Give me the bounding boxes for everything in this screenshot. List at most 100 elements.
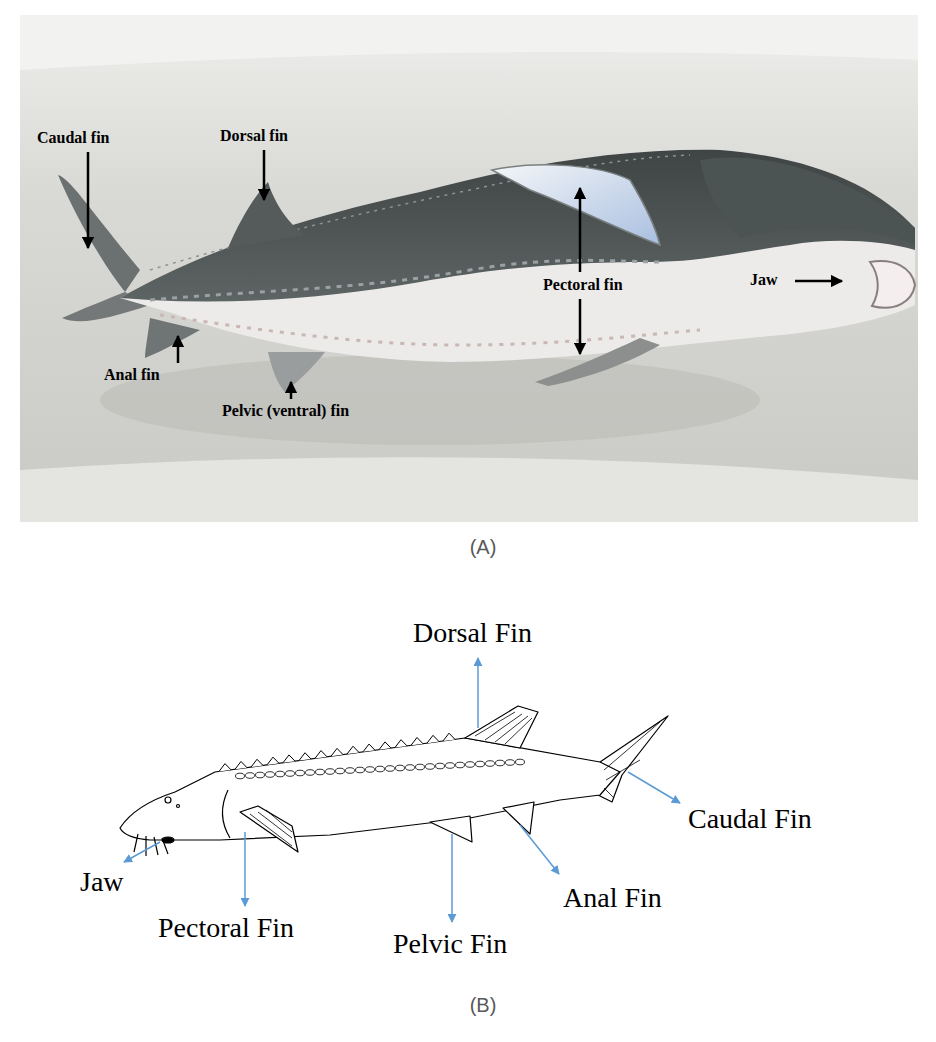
lateral-scute [296,770,305,776]
part-label: Caudal fin [37,129,109,147]
dorsal-scute [235,761,247,769]
lateral-scute [316,769,325,775]
part-label: Pelvic (ventral) fin [222,402,349,420]
dorsal-scute [427,735,439,743]
lateral-scute [506,760,515,766]
lateral-scute [366,767,375,773]
caudal-fin-upper [58,175,140,292]
dorsal-scute [411,738,423,746]
eye [165,797,171,803]
lateral-scute [306,770,315,776]
anal-fin-drawing [503,802,534,834]
body-outline [120,738,620,840]
dorsal-fin [228,182,305,248]
lateral-scute [406,765,415,771]
part-label: Pectoral fin [543,276,623,294]
fish-belly [120,150,915,362]
part-label: Pectoral Fin [158,912,294,944]
pointer-arrow [290,382,293,399]
panel-label: (A) [470,536,497,559]
lateral-scute [466,762,475,768]
lateral-scute [286,771,295,777]
fin-rays [250,810,292,846]
nostril [177,805,180,808]
part-label: Pelvic Fin [393,928,507,960]
lateral-scute [426,764,435,770]
pelvic-fin [268,352,325,392]
lateral-scute [266,772,275,778]
lateral-scute [356,767,365,773]
part-label: Jaw [750,271,778,289]
pointer-arrow [87,152,90,248]
fin-rays [475,712,532,744]
ventral-scutes [160,315,700,345]
part-label: Jaw [80,866,124,898]
dorsal-scute [315,751,327,759]
part-label: Dorsal Fin [413,617,532,649]
lateral-scute [336,768,345,774]
lateral-scute [496,760,505,766]
pointer-arrow [477,658,479,728]
pointer-arrows [124,658,680,922]
dorsal-scutes [150,155,690,270]
dorsal-fin-drawing [465,706,538,748]
pectoral-fin-upper [492,165,660,245]
pointer-arrow [263,150,266,200]
pointer-arrow [451,834,453,922]
fish-shadow [100,355,760,445]
pointer-arrow [579,299,582,354]
lateral-scute [276,771,285,777]
lateral-scute [246,773,255,779]
part-label: Dorsal fin [220,127,288,145]
lateral-scute [346,768,355,774]
lateral-scute [516,759,525,765]
lateral-scute [416,764,425,770]
dorsal-scute [379,742,391,750]
barbels [134,834,168,856]
sturgeon-line-drawing [120,706,668,856]
pectoral-fin-drawing [240,806,298,852]
mouth [162,837,174,843]
lateral-scute [456,762,465,768]
lateral-scute [256,772,265,778]
pointer-arrow [124,842,160,862]
dorsal-scute [267,757,279,765]
pointer-arrow [244,832,246,906]
lateral-scute [386,766,395,772]
anal-fin [145,318,200,358]
pointer-arrow [795,280,842,283]
panel-label: (B) [470,994,497,1017]
fish-head [700,158,915,245]
pointer-arrow [520,825,559,874]
part-label: Anal fin [104,366,160,384]
dorsal-scute [299,753,311,761]
tub-rim [20,15,918,70]
photo-panel [20,15,918,522]
lateral-scute [436,763,445,769]
lateral-scute [486,761,495,767]
pointer-arrows [88,150,842,399]
part-label: Anal Fin [563,882,662,914]
gill-line [222,790,230,838]
dorsal-scute [363,744,375,752]
dorsal-scute [395,740,407,748]
lateral-scute [446,763,455,769]
pointer-arrow [628,772,680,803]
tub-ground [20,15,918,522]
fish-back [120,150,915,302]
dorsal-scute [219,764,231,772]
lateral-scutes [150,260,660,300]
pelvic-fin-drawing [430,816,472,842]
tub-floor [20,457,918,522]
dorsal-scute [443,733,455,741]
pointer-arrow [177,336,180,363]
dorsal-scute [347,746,359,754]
dorsal-scute [251,759,263,767]
pointer-arrow [579,188,582,272]
lateral-scute [476,761,485,767]
part-label: Caudal Fin [688,803,812,835]
pectoral-fin-lower [535,338,660,386]
